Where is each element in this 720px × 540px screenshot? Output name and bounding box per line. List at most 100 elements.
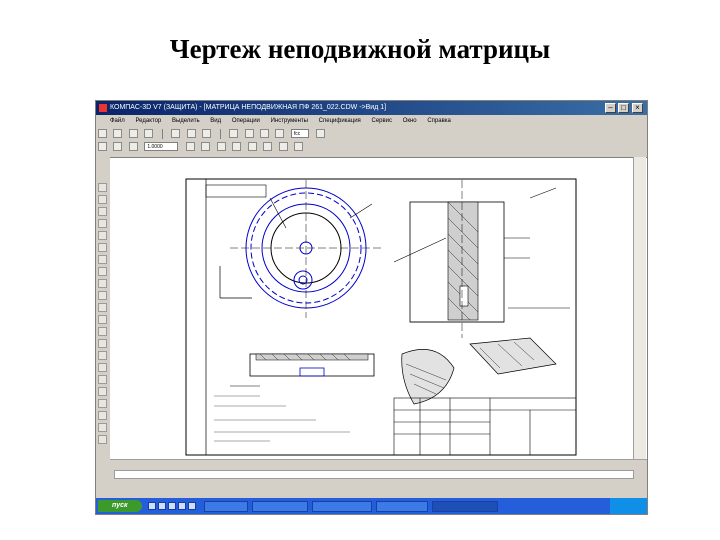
- rotate-tool-icon[interactable]: [98, 411, 107, 420]
- top-view: [230, 180, 382, 318]
- taskbar-item[interactable]: [312, 501, 372, 512]
- quicklaunch-browser-icon[interactable]: [148, 502, 156, 510]
- copy-tool-icon[interactable]: [98, 387, 107, 396]
- view-icon[interactable]: [247, 142, 257, 151]
- hatch-tool-icon[interactable]: [98, 267, 107, 276]
- cut-icon[interactable]: [171, 129, 181, 138]
- quicklaunch-mail-icon[interactable]: [178, 502, 186, 510]
- help-icon[interactable]: [316, 129, 326, 138]
- axes-symbol: [219, 266, 252, 299]
- table-tool-icon[interactable]: [98, 303, 107, 312]
- window-titlebar: КОМПАС-3D V7 (ЗАЩИТА) - [МАТРИЦА НЕПОДВИ…: [96, 101, 647, 115]
- menu-view[interactable]: Вид: [210, 118, 222, 124]
- toolbar-separator: [219, 129, 221, 139]
- rectangle-tool-icon[interactable]: [98, 231, 107, 240]
- close-button[interactable]: ×: [632, 103, 643, 113]
- rotate-icon[interactable]: [232, 142, 242, 151]
- vertical-scrollbar[interactable]: [633, 157, 646, 459]
- minimize-button[interactable]: –: [605, 103, 616, 113]
- layers-icon[interactable]: [259, 129, 269, 138]
- chamfer-tool-icon[interactable]: [98, 339, 107, 348]
- open-file-icon[interactable]: [113, 129, 123, 138]
- title-block: [393, 397, 577, 456]
- standard-toolbar: fcc: [98, 128, 644, 140]
- measure-tool-icon[interactable]: [98, 423, 107, 432]
- sheet-frame: [185, 178, 577, 456]
- save-icon[interactable]: [128, 129, 138, 138]
- select-tool-icon[interactable]: [98, 435, 107, 444]
- point-tool-icon[interactable]: [98, 183, 107, 192]
- zoom-scale-field[interactable]: 1.0000: [144, 142, 179, 151]
- undo-icon[interactable]: [229, 129, 239, 138]
- taskbar-item[interactable]: [376, 501, 428, 512]
- zoom-window-icon[interactable]: [128, 142, 138, 151]
- menu-edit[interactable]: Редактор: [135, 118, 162, 124]
- section-view: [409, 180, 530, 338]
- left-tool-panel: [97, 183, 109, 473]
- window-title: КОМПАС-3D V7 (ЗАЩИТА) - [МАТРИЦА НЕПОДВИ…: [110, 104, 387, 111]
- app-window: КОМПАС-3D V7 (ЗАЩИТА) - [МАТРИЦА НЕПОДВИ…: [95, 100, 648, 515]
- copy-icon[interactable]: [186, 129, 196, 138]
- trim-tool-icon[interactable]: [98, 351, 107, 360]
- menu-operations[interactable]: Операции: [231, 118, 260, 124]
- menu-select[interactable]: Выделить: [171, 118, 200, 124]
- print-icon[interactable]: [144, 129, 154, 138]
- measure-icon[interactable]: [293, 142, 303, 151]
- menu-tools[interactable]: Инструменты: [270, 118, 308, 124]
- menu-help[interactable]: Справка: [427, 118, 451, 124]
- system-tray: [610, 498, 647, 514]
- quicklaunch-desktop-icon[interactable]: [158, 502, 166, 510]
- front-view: [230, 353, 375, 387]
- new-file-icon[interactable]: [98, 129, 107, 138]
- slide-title: Чертеж неподвижной матрицы: [169, 34, 551, 64]
- quicklaunch-media-icon[interactable]: [168, 502, 176, 510]
- arc-tool-icon[interactable]: [98, 219, 107, 228]
- text-tool-icon[interactable]: [98, 291, 107, 300]
- move-tool-icon[interactable]: [98, 375, 107, 384]
- toolbar-separator: [161, 129, 163, 139]
- zoom-in-icon[interactable]: [98, 142, 107, 151]
- style-field[interactable]: fcc: [290, 129, 309, 138]
- horizontal-scrollbar[interactable]: [114, 470, 634, 479]
- technical-drawing: [185, 178, 577, 456]
- spline-tool-icon[interactable]: [98, 255, 107, 264]
- windows-taskbar: пуск: [96, 498, 647, 514]
- mirror-tool-icon[interactable]: [98, 363, 107, 372]
- fillet-tool-icon[interactable]: [98, 327, 107, 336]
- ortho-icon[interactable]: [278, 142, 288, 151]
- zoom-all-icon[interactable]: [201, 142, 211, 151]
- taskbar-item[interactable]: [252, 501, 308, 512]
- taskbar-item[interactable]: [204, 501, 248, 512]
- kompas-app-icon: [99, 104, 107, 112]
- taskbar-item-kompas[interactable]: [432, 501, 498, 512]
- dimension-tool-icon[interactable]: [98, 279, 107, 288]
- menu-file[interactable]: Файл: [110, 118, 125, 124]
- symbol-tool-icon[interactable]: [98, 315, 107, 324]
- technical-notes: [214, 395, 350, 442]
- paste-icon[interactable]: [202, 129, 212, 138]
- view-toolbar: 1.0000: [98, 141, 644, 153]
- detail-view: [401, 337, 557, 405]
- polygon-tool-icon[interactable]: [98, 243, 107, 252]
- line-tool-icon[interactable]: [98, 195, 107, 204]
- stamp-box: [205, 184, 267, 198]
- maximize-button[interactable]: □: [618, 103, 629, 113]
- circle-tool-icon[interactable]: [98, 207, 107, 216]
- grid-icon[interactable]: [275, 129, 285, 138]
- scale-tool-icon[interactable]: [98, 399, 107, 408]
- drawing-canvas[interactable]: [110, 157, 647, 460]
- menu-bar: Файл Редактор Выделить Вид Операции Инст…: [96, 115, 647, 127]
- refresh-icon[interactable]: [216, 142, 226, 151]
- pan-icon[interactable]: [185, 142, 195, 151]
- start-button[interactable]: пуск: [98, 500, 142, 512]
- quicklaunch-explorer-icon[interactable]: [188, 502, 196, 510]
- menu-service[interactable]: Сервис: [371, 118, 393, 124]
- properties-panel: [110, 459, 647, 490]
- redo-icon[interactable]: [244, 129, 254, 138]
- menu-window[interactable]: Окно: [402, 118, 417, 124]
- status-bar: [96, 489, 650, 498]
- menu-specification[interactable]: Спецификация: [318, 118, 361, 124]
- leader-lines: [393, 187, 570, 309]
- snap-icon[interactable]: [263, 142, 273, 151]
- zoom-out-icon[interactable]: [113, 142, 123, 151]
